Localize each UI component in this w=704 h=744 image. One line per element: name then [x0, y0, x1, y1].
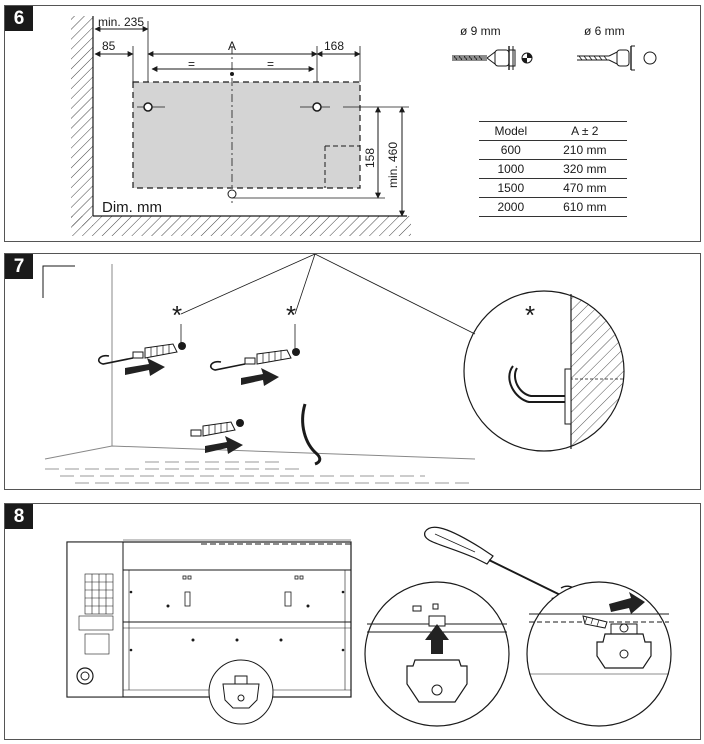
drill-bit-6mm-icon [577, 45, 635, 71]
insert-arrow-icon [241, 368, 279, 386]
heater-back-view [66, 539, 352, 725]
table-row: 1000 320 mm [479, 159, 627, 179]
drill-bit-9mm-icon [452, 46, 516, 70]
table-cell: 2000 [479, 197, 543, 217]
asterisk-marker-zoom: * [525, 300, 535, 330]
dim-equal-right: = [267, 57, 274, 71]
dim-158: 158 [363, 148, 377, 168]
table-row: 600 210 mm [479, 140, 627, 160]
panel-7-wall-plugs: 7 * * [4, 253, 701, 490]
table-cell: 1500 [479, 178, 543, 198]
table-header-model: Model [479, 121, 543, 141]
insert-arrow-icon [125, 358, 165, 376]
table-cell: 610 mm [542, 197, 627, 217]
mount-hole-left [143, 102, 153, 112]
table-cell: 470 mm [542, 178, 627, 198]
table-row: 2000 610 mm [479, 197, 627, 217]
panel-6-dimensions: 6 min. 235 85 A [4, 5, 701, 242]
panel-number-8: 8 [5, 504, 33, 529]
table-cell: 600 [479, 140, 543, 160]
hook-and-plug-left [97, 342, 186, 365]
mount-hole-right [312, 102, 322, 112]
drill-9mm-label: ø 9 mm [460, 24, 501, 38]
table-cell: 210 mm [542, 140, 627, 160]
asterisk-marker-2: * [286, 300, 296, 330]
power-cable [301, 403, 322, 466]
dim-equal-left: = [188, 57, 195, 71]
right-arrow-icon [609, 592, 645, 614]
hole-9mm-icon [521, 52, 533, 64]
zoom-detail-bracket-insert [364, 581, 510, 727]
insert-arrow-icon [205, 436, 243, 454]
asterisk-marker-1: * [172, 300, 182, 330]
floor-hatch [71, 216, 411, 236]
hook-and-plug-right [209, 348, 300, 371]
panel-8-mount-heater: 8 [4, 503, 701, 740]
dim-min-235: min. 235 [98, 15, 144, 29]
units-label: Dim. mm [102, 199, 162, 216]
dim-min-460: min. 460 [386, 142, 400, 188]
drill-6mm-label: ø 6 mm [584, 24, 625, 38]
dimension-drawing: min. 235 85 A 168 = = [71, 15, 657, 236]
heater-outline [132, 81, 361, 189]
model-dimension-table: Model A ± 2 600 210 mm 1000 320 mm 1500 … [479, 121, 627, 217]
table-header-a: A ± 2 [542, 121, 627, 141]
table-cell: 1000 [479, 159, 543, 179]
dim-85: 85 [102, 39, 116, 53]
dim-168: 168 [324, 39, 344, 53]
plug-bottom [190, 419, 244, 437]
panel-number-6: 6 [5, 6, 33, 31]
zoom-detail-bracket-screw [526, 581, 672, 727]
table-cell: 320 mm [542, 159, 627, 179]
zoom-detail-hook: * [463, 290, 625, 452]
table-header-row: Model A ± 2 [479, 121, 627, 141]
table-row: 1500 470 mm [479, 178, 627, 198]
mount-heater-drawing [66, 526, 672, 727]
hole-6mm-icon [643, 51, 657, 65]
wall-plug-drawing: * * [42, 254, 625, 484]
wall-hatch [71, 16, 93, 226]
up-arrow-icon [425, 624, 449, 654]
panel-number-7: 7 [5, 254, 33, 279]
